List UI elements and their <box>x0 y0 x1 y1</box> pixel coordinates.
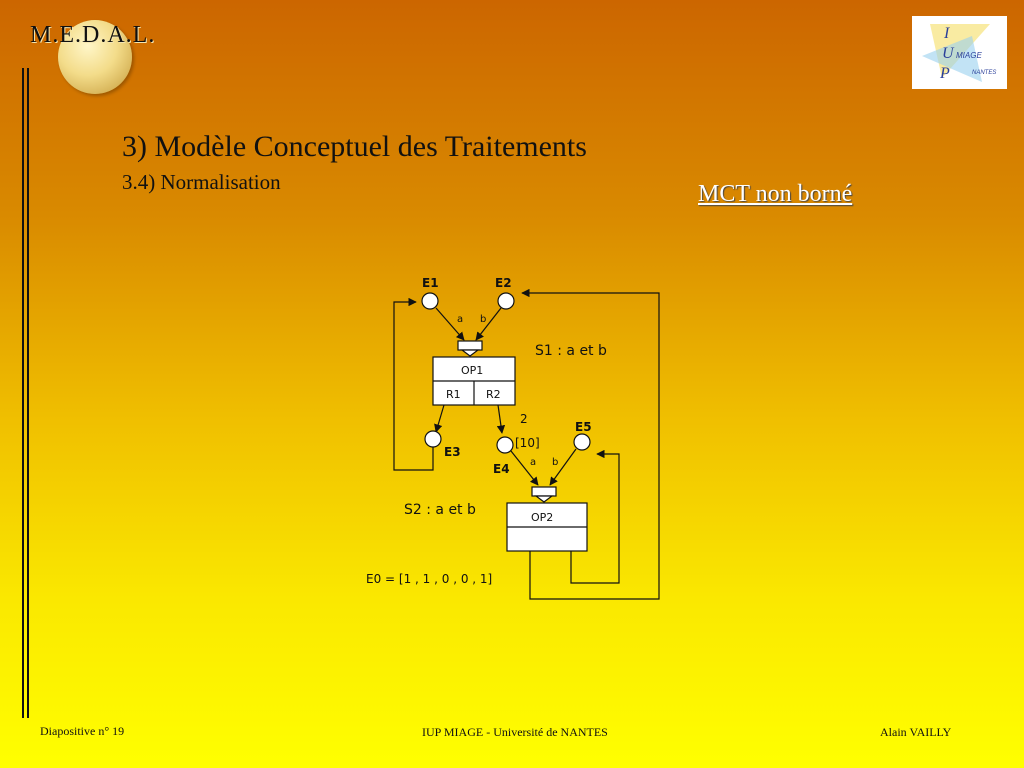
op2-name: OP2 <box>531 511 553 524</box>
event-e4-circle <box>496 436 514 454</box>
initial-marking: E0 = [1 , 1 , 0 , 0 , 1] <box>366 572 492 586</box>
loop-op2-e2 <box>521 288 660 600</box>
event-e2-label: E2 <box>495 276 512 290</box>
mct-diagram: E1 E2 a b S1 : a et b OP1 R1 R2 E3 2 [10… <box>360 270 680 615</box>
op1-rule-r2: R2 <box>486 388 501 401</box>
sync-s2-funnel <box>534 495 554 503</box>
arc-weight-label: 2 <box>520 412 528 426</box>
arc-e2-s1 <box>475 307 502 341</box>
sync-s1-funnel <box>460 349 480 357</box>
logo-word-nantes: NANTES <box>972 70 996 76</box>
loop-op2-e5 <box>570 449 620 584</box>
slide-subtitle: 3.4) Normalisation <box>122 170 281 194</box>
event-e3-circle <box>424 430 442 448</box>
footer-author: Alain VAILLY <box>880 725 952 739</box>
arc-label-b1: b <box>480 314 486 325</box>
event-e2-circle <box>497 292 515 310</box>
event-e4-label: E4 <box>493 462 510 476</box>
slide-title: 3) Modèle Conceptuel des Traitements <box>122 130 587 163</box>
footer-slide-number: Diapositive n° 19 <box>40 724 125 738</box>
logo-letter-u: U <box>942 45 955 62</box>
event-e5-circle <box>573 433 591 451</box>
op1-name: OP1 <box>461 364 483 377</box>
arc-r2-e4 <box>496 404 506 434</box>
left-border-bar <box>22 68 24 718</box>
event-e5-label: E5 <box>575 420 592 434</box>
footer-university: IUP MIAGE - Université de NANTES <box>422 725 608 739</box>
sync-s1-label: S1 : a et b <box>535 343 607 359</box>
event-e3-label: E3 <box>444 445 461 459</box>
left-border-bar <box>27 68 29 718</box>
event-e1-label: E1 <box>422 276 439 290</box>
arc-r1-e3 <box>434 404 445 433</box>
brand-title: M.E.D.A.L. <box>30 22 156 48</box>
arc-label-b2: b <box>552 457 558 468</box>
arc-e4-s2 <box>510 450 539 486</box>
arc-label-a1: a <box>457 314 463 325</box>
logo-letter-p: P <box>939 65 950 82</box>
iup-miage-logo: I U P MIAGE NANTES <box>912 16 1007 89</box>
sync-s2-box <box>531 486 557 497</box>
event-e4-tokens: [10] <box>515 436 540 450</box>
medal-coin-image <box>58 20 132 94</box>
event-e1-circle <box>421 292 439 310</box>
logo-word-miage: MIAGE <box>956 51 982 60</box>
sync-s2-label: S2 : a et b <box>404 502 476 518</box>
arc-e1-s1 <box>435 307 465 341</box>
sync-s1-box <box>457 340 483 351</box>
logo-letter-i: I <box>943 25 950 42</box>
arc-label-a2: a <box>530 457 536 468</box>
arc-e5-s2 <box>549 448 577 486</box>
loop-e3-e1 <box>393 297 434 471</box>
op1-rule-r1: R1 <box>446 388 461 401</box>
mct-non-borne-link[interactable]: MCT non borné <box>698 181 853 207</box>
